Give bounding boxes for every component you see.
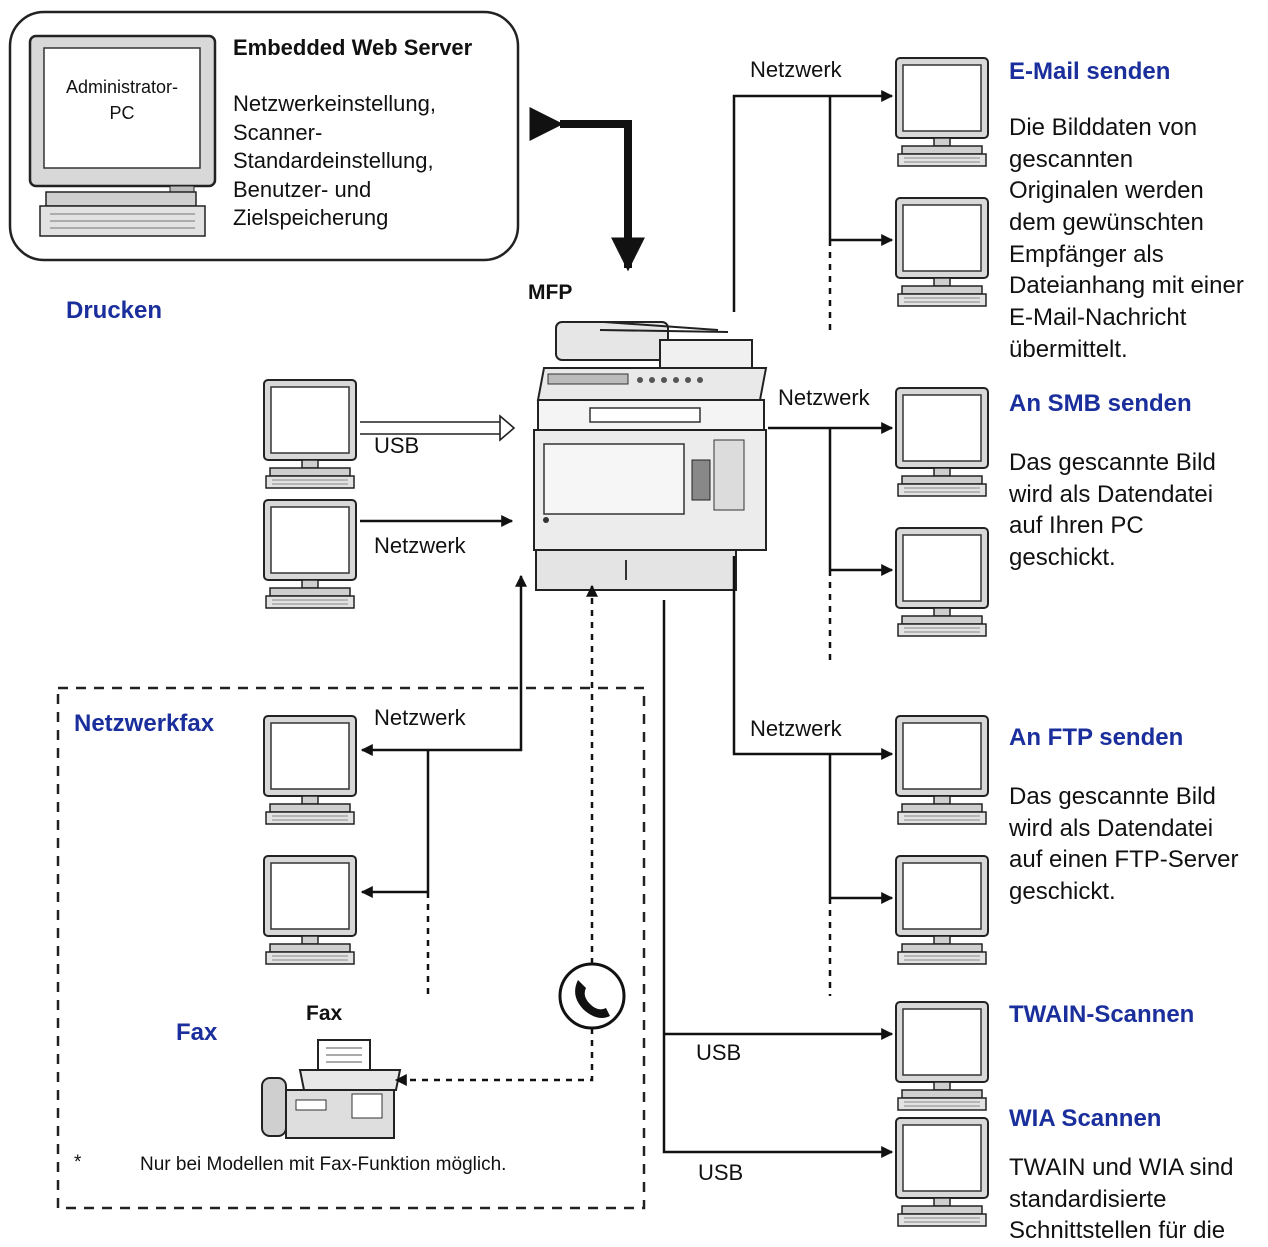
phone-to-fax-dashed-arrow	[394, 1028, 594, 1086]
print-usb-label: USB	[374, 433, 420, 458]
email-network-label: Netzwerk	[750, 57, 842, 82]
wia-line: standardisierte	[1009, 1185, 1167, 1213]
ftp-line: auf einen FTP-Server	[1009, 846, 1239, 874]
admin-pc-label-line1: Administrator-	[65, 77, 179, 97]
email-line: übermittelt.	[1009, 335, 1128, 363]
wia-line: Schnittstellen für die	[1009, 1217, 1226, 1245]
usb-hollow-arrow	[360, 414, 516, 442]
smb-pc-icon-1	[895, 387, 989, 497]
email-pc-icon-2	[895, 197, 989, 307]
fax-section-title: Fax	[176, 1019, 218, 1046]
email-description: Die Bilddaten von gescannten Originalen …	[1009, 112, 1244, 365]
wia-usb-label: USB	[698, 1160, 744, 1185]
twain-usb-line	[662, 600, 894, 1158]
email-line: gescannten	[1009, 145, 1134, 173]
smb-description: Das gescannte Bild wird als Datendatei a…	[1009, 447, 1216, 574]
smb-line: wird als Datendatei	[1009, 480, 1214, 508]
wia-section-title: WIA Scannen	[1009, 1105, 1162, 1132]
smb-network-label: Netzwerk	[778, 385, 870, 410]
print-usb-pc-icon	[263, 379, 357, 489]
email-network-line	[732, 90, 894, 312]
admin-pc-icon	[28, 34, 217, 237]
fax-device-label: Fax	[306, 1002, 343, 1025]
ftp-line: wird als Datendatei	[1009, 814, 1214, 842]
print-section-title: Drucken	[66, 297, 163, 324]
ftp-line: geschickt.	[1009, 878, 1116, 906]
email-line: Empfänger als	[1009, 240, 1164, 268]
web-server-title: Embedded Web Server	[233, 35, 473, 60]
ftp-section-title: An FTP senden	[1009, 724, 1184, 751]
smb-line: Das gescannte Bild	[1009, 449, 1216, 476]
email-pc-icon-1	[895, 57, 989, 167]
netfax-network-line	[428, 574, 527, 752]
ftp-network-label: Netzwerk	[750, 716, 842, 741]
twain-usb-label: USB	[696, 1040, 742, 1065]
email-line: Originalen werden	[1009, 177, 1204, 205]
email-line: Dateianhang mit einer	[1009, 272, 1244, 300]
ftp-network-line	[732, 556, 894, 760]
netfax-pc-icon-1	[263, 715, 357, 825]
wia-line: TWAIN und WIA sind	[1009, 1154, 1234, 1181]
admin-pc-label-line2: PC	[109, 103, 135, 124]
smb-line: geschickt.	[1009, 544, 1116, 572]
web-server-line: Netzwerkeinstellung,	[233, 91, 436, 116]
netfax-dashed-box	[56, 686, 646, 1210]
wia-pc-icon	[895, 1117, 989, 1227]
footnote-text: Nur bei Modellen mit Fax-Funktion möglic…	[140, 1154, 507, 1175]
ftp-pc-icon-1	[895, 715, 989, 825]
web-server-line: Scanner-	[233, 119, 323, 145]
fax-machine-icon	[261, 1039, 402, 1139]
web-server-line: Zielspeicherung	[233, 205, 389, 231]
web-server-line: Standardeinstellung,	[233, 148, 434, 174]
email-line: Die Bilddaten von	[1009, 114, 1198, 141]
admin-pc-label: Administrator- PC	[44, 74, 200, 126]
email-line: dem gewünschten	[1009, 209, 1204, 237]
print-network-label: Netzwerk	[374, 533, 466, 558]
mfp-label: MFP	[528, 281, 573, 304]
web-server-line: Benutzer- und	[233, 176, 372, 202]
footnote-marker: *	[74, 1152, 82, 1173]
web-server-arrow	[529, 107, 645, 272]
web-server-description: Netzwerkeinstellung, Scanner- Standardei…	[233, 90, 436, 233]
mfp-device	[533, 321, 768, 591]
phone-icon	[558, 962, 626, 1030]
email-line: E-Mail-Nachricht	[1009, 304, 1187, 332]
ftp-description: Das gescannte Bild wird als Datendatei a…	[1009, 781, 1238, 908]
ftp-pc-icon-2	[895, 855, 989, 965]
ftp-line: Das gescannte Bild	[1009, 783, 1216, 810]
netfax-section-title: Netzwerkfax	[74, 710, 215, 737]
smb-pc-icon-2	[895, 527, 989, 637]
twain-section-title: TWAIN-Scannen	[1009, 1001, 1195, 1028]
twain-pc-icon	[895, 1001, 989, 1111]
email-section-title: E-Mail senden	[1009, 58, 1171, 85]
netfax-network-label: Netzwerk	[374, 705, 466, 730]
smb-section-title: An SMB senden	[1009, 390, 1192, 417]
print-network-pc-icon	[263, 499, 357, 609]
smb-line: auf Ihren PC	[1009, 512, 1144, 540]
wia-description: TWAIN und WIA sind standardisierte Schni…	[1009, 1152, 1234, 1247]
netfax-pc-icon-2	[263, 855, 357, 965]
